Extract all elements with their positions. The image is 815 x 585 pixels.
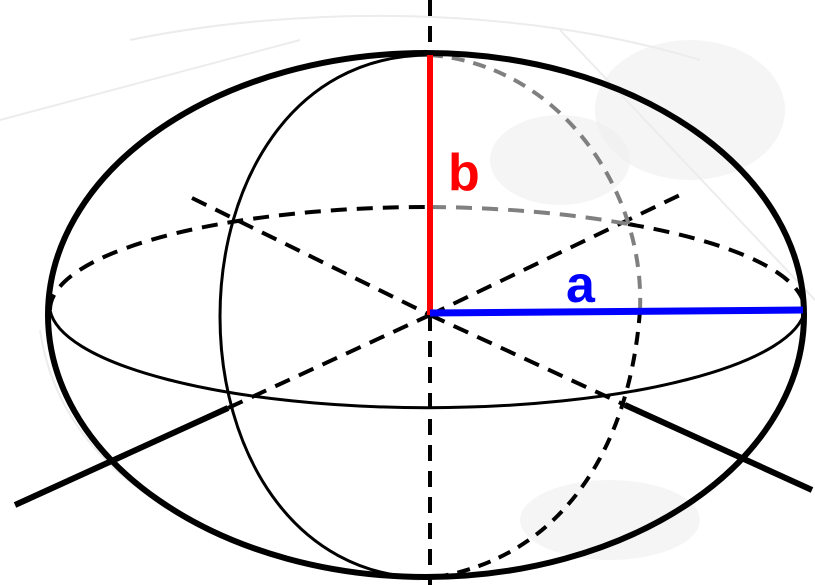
watermark-blob-right [595,40,785,180]
diagonal-axis-right-inner [429,313,626,407]
watermark-blob-center [490,115,630,205]
label-a: a [566,256,596,314]
semi-major-axis-a [429,306,804,317]
diagonal-axis-left-inner [227,313,431,410]
meridian-back-upper [429,53,643,311]
watermark-line-left [0,39,301,121]
diagonal-axis-back-left [191,196,431,317]
background-watermark [0,14,815,581]
equator-front [48,309,807,410]
diagonal-axis-back-right [429,193,681,317]
meridian-back-lower [429,309,642,580]
diagonal-axis-left-outer [13,405,230,508]
watermark-blob-bottom [520,480,700,560]
watermark-arc-top [129,14,701,61]
diagonal-axis-right-outer [623,402,814,493]
equator-back-far-right [627,222,807,311]
equator-back-left [48,204,431,311]
ellipsoid-outline [45,50,807,580]
label-b: b [448,144,480,202]
meridian-front [218,53,431,580]
watermark-arc-left [39,329,421,581]
equator-back-right-hidden [429,205,629,226]
